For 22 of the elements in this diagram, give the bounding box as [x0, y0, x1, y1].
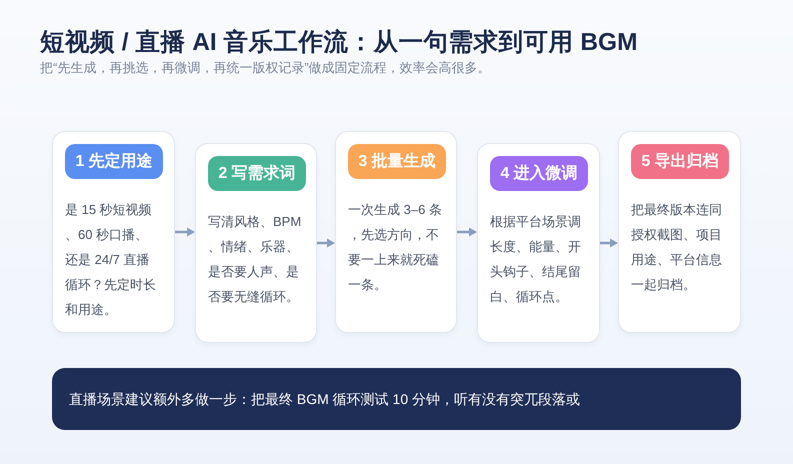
step-badge: 4 进入微调: [490, 156, 588, 191]
step-badge: 2 写需求词: [208, 156, 306, 191]
arrow: [317, 238, 335, 248]
subtitle: 把“先生成，再挑选，再微调，再统一版权记录”做成固定流程，效率会高很多。: [40, 59, 491, 77]
step-card: [52, 131, 175, 333]
step-card: [477, 143, 600, 343]
step-badge: 1 先定用途: [65, 144, 163, 179]
step-badge: 3 批量生成: [348, 144, 446, 179]
step-description: 是 15 秒短视频、60 秒口播、还是 24/7 直播循环？先定时长和用途。: [65, 201, 157, 319]
arrow: [457, 228, 477, 236]
arrow: [600, 238, 618, 248]
step-badge: 5 导出归档: [631, 144, 729, 179]
step-description: 根据平台场景调长度、能量、开头钩子、结尾留白、循环点。: [490, 213, 582, 306]
step-card: [195, 143, 317, 343]
step-card: [335, 131, 457, 333]
tip-banner: 直播场景建议额外多做一步：把最终 BGM 循环测试 10 分钟，听有没有突兀段落或: [52, 368, 741, 430]
step-description: 一次生成 3–6 条，先选方向，不要一上来就死磕一条。: [348, 201, 443, 294]
arrow: [175, 228, 195, 236]
step-description: 写清风格、BPM、情绪、乐器、是否要人声、是否要无缝循环。: [208, 213, 302, 306]
title: 短视频 / 直播 AI 音乐工作流：从一句需求到可用 BGM: [40, 28, 638, 58]
step-description: 把最终版本连同授权截图、项目用途、平台信息一起归档。: [631, 201, 723, 294]
step-card: [618, 131, 741, 333]
